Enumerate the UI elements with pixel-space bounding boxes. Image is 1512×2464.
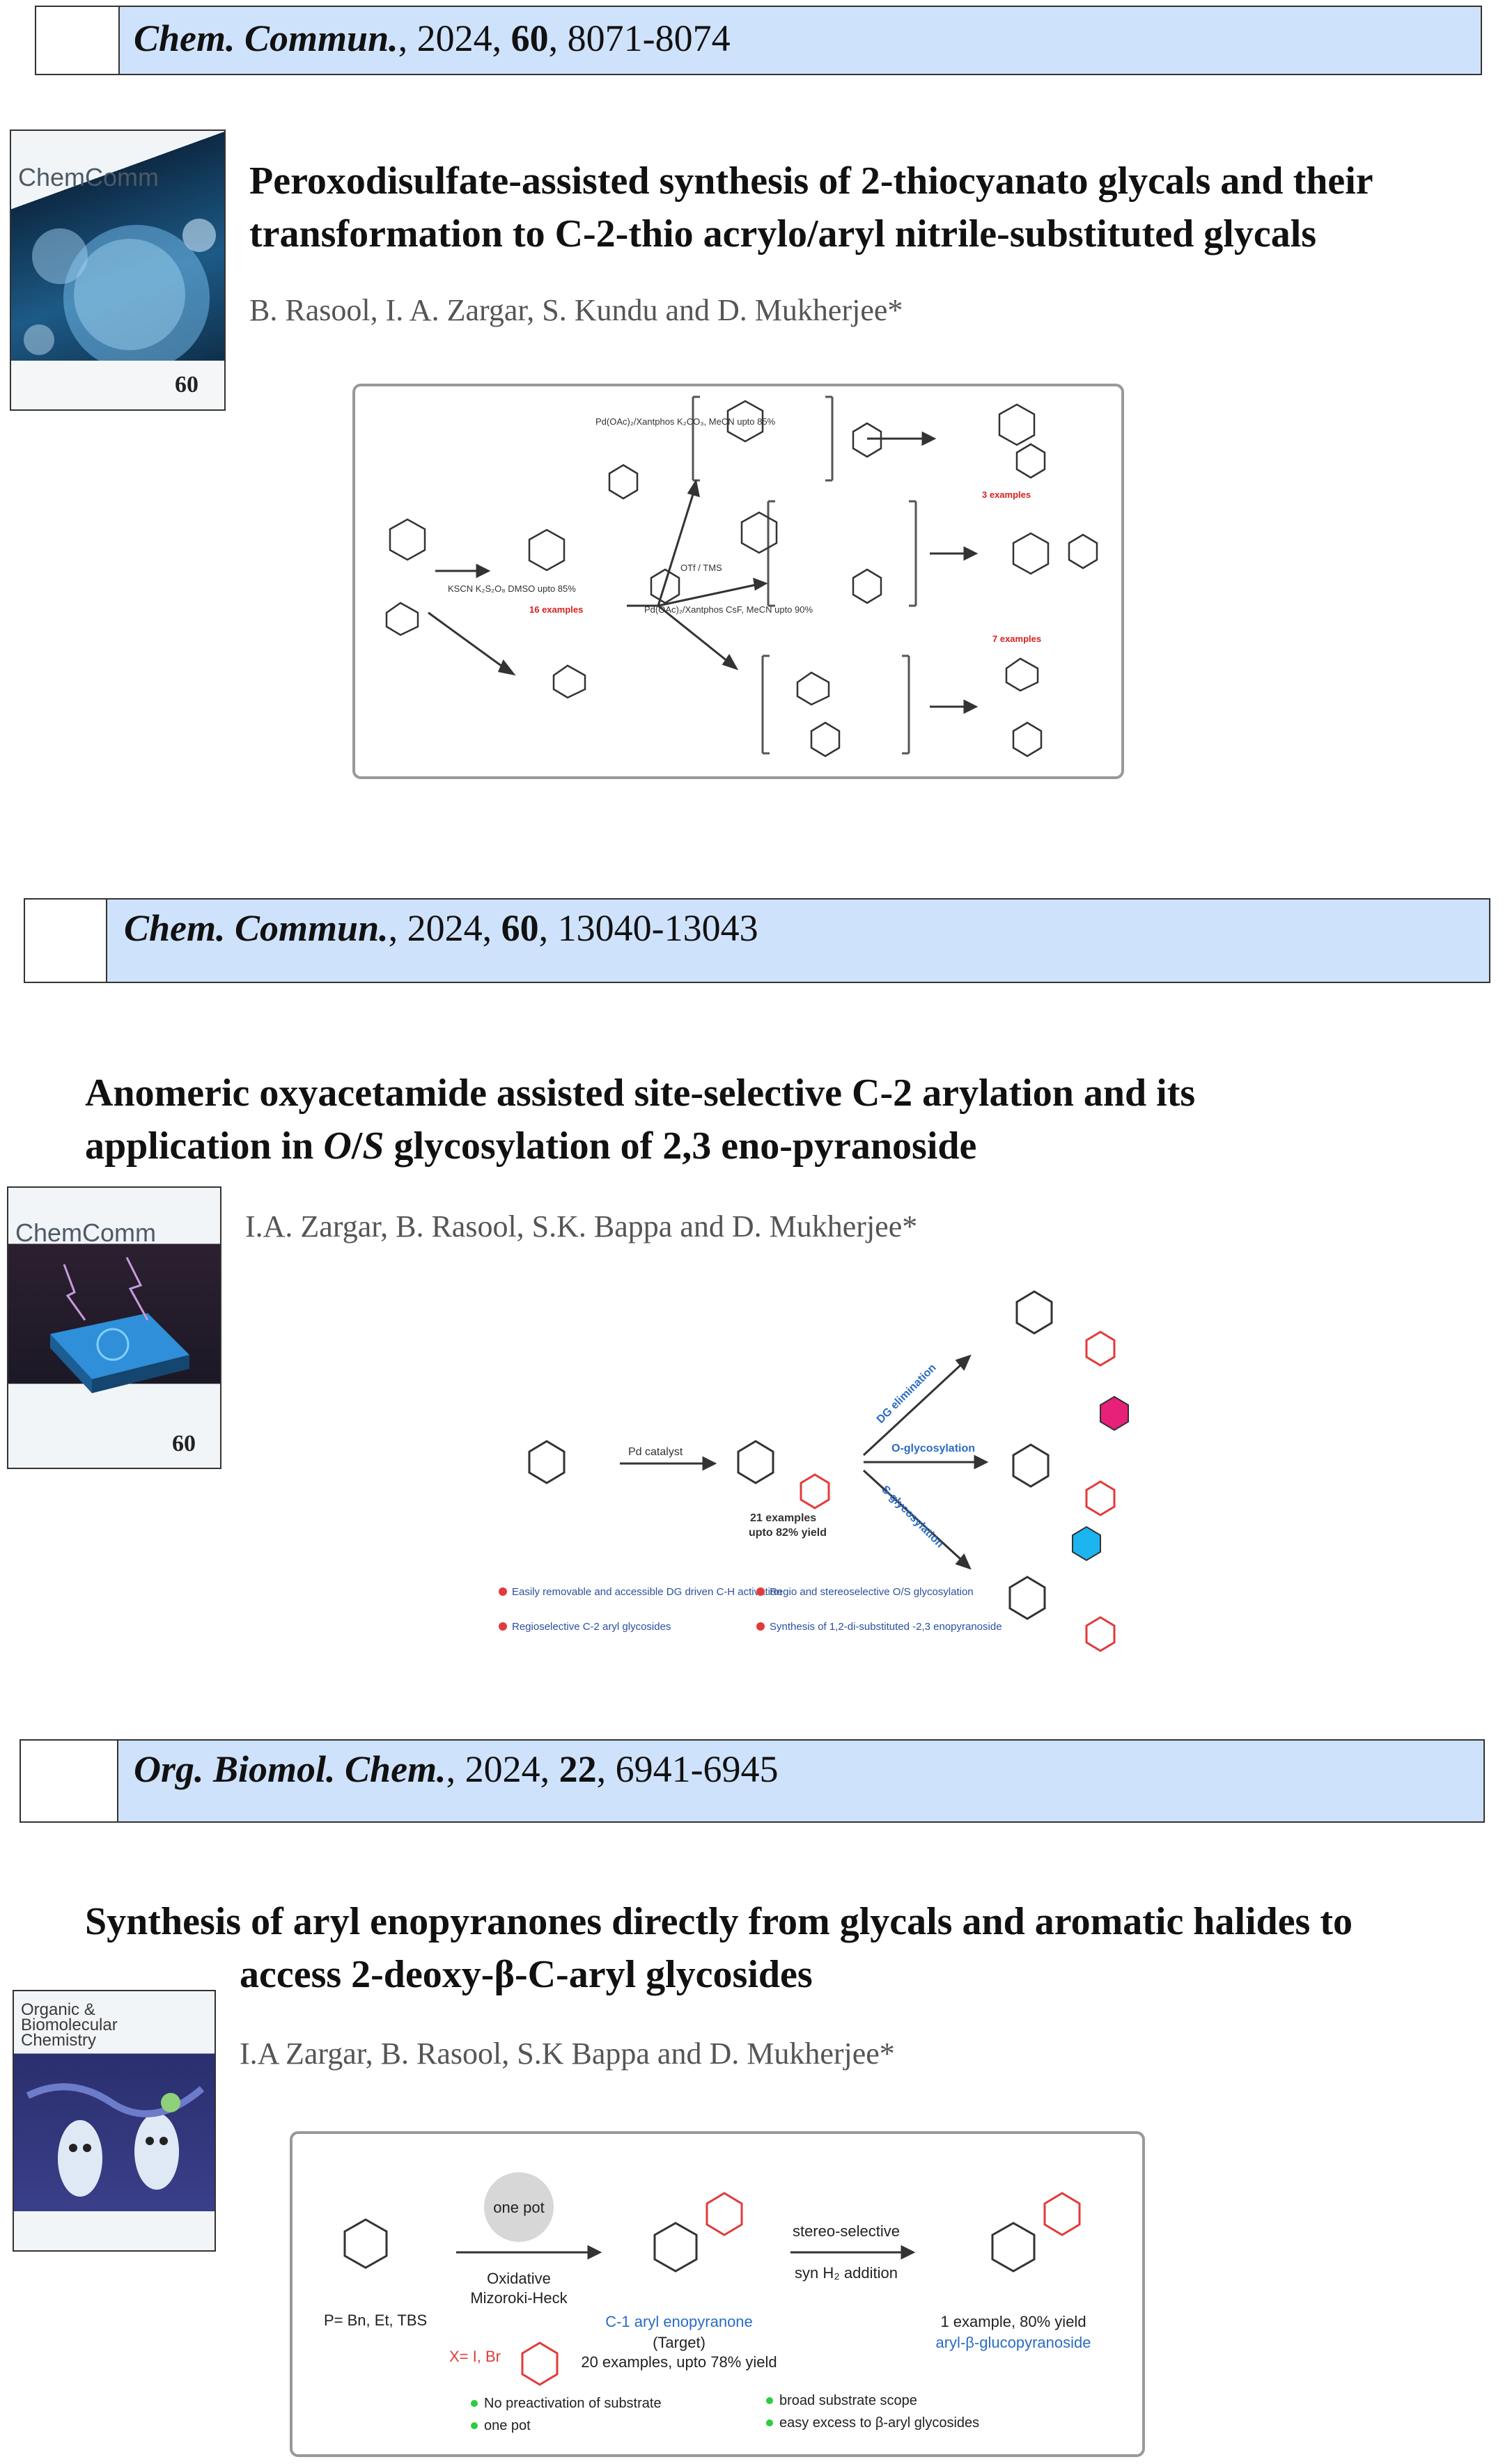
svg-text:(Target): (Target)	[653, 2334, 706, 2351]
svg-text:1 example, 80% yield: 1 example, 80% yield	[940, 2313, 1086, 2330]
svg-text:O-glycosylation: O-glycosylation	[891, 1443, 975, 1454]
journal-cover-2: ChemComm 60	[7, 1186, 221, 1469]
svg-text:Synthesis of 1,2-di-substitute: Synthesis of 1,2-di-substituted -2,3 eno…	[770, 1621, 1002, 1633]
svg-text:21 examples: 21 examples	[750, 1512, 816, 1524]
svg-text:upto 82% yield: upto 82% yield	[749, 1527, 827, 1539]
header-citation-cell	[118, 1741, 1483, 1821]
svg-text:one pot: one pot	[493, 2199, 544, 2216]
svg-text:P= Bn, Et, TBS: P= Bn, Et, TBS	[324, 2312, 427, 2329]
journal-header-1: Chem. Commun., 2024, 60, 8071-8074	[35, 6, 1482, 75]
svg-text:Oxidative: Oxidative	[487, 2270, 551, 2287]
graphical-abstract-1: KSCN K₂S₂O₈ DMSO upto 85% Pd(OAc)₂/Xantp…	[352, 384, 1124, 779]
svg-text:Regioselective C-2 aryl glycos: Regioselective C-2 aryl glycosides	[512, 1621, 671, 1633]
svg-text:Pd catalyst: Pd catalyst	[628, 1446, 683, 1458]
journal-cover-1: ChemComm 60	[10, 130, 226, 411]
svg-text:60: 60	[175, 372, 198, 398]
authors-3: I.A Zargar, B. Rasool, S.K Bappa and D. …	[240, 2037, 895, 2071]
citation-2: Chem. Commun., 2024, 60, 13040-13043	[124, 907, 758, 949]
cover-art: 60	[11, 219, 224, 409]
header-citation-cell	[120, 7, 1481, 74]
svg-text:Easily removable and accessibl: Easily removable and accessible DG drive…	[512, 1586, 782, 1598]
svg-text:7 examples: 7 examples	[992, 634, 1041, 644]
svg-text:C-1 aryl enopyranone: C-1 aryl enopyranone	[605, 2313, 753, 2330]
graphical-abstract-2: Pd catalyst 21 examples upto 82% yield D…	[499, 1290, 1129, 1652]
cover-brand: Organic & Biomolecular Chemistry	[21, 2000, 118, 2050]
svg-text:Pd(OAc)₂/Xantphos CsF, MeCN up: Pd(OAc)₂/Xantphos CsF, MeCN upto 90%	[644, 604, 813, 615]
header-index-cell	[25, 900, 107, 982]
svg-text:Mizoroki-Heck: Mizoroki-Heck	[470, 2289, 568, 2307]
article-title-3: Synthesis of aryl enopyranones directly …	[85, 1900, 1353, 1996]
svg-text:KSCN K₂S₂O₈ DMSO upto 85%: KSCN K₂S₂O₈ DMSO upto 85%	[448, 583, 576, 594]
svg-text:broad substrate scope: broad substrate scope	[779, 2393, 917, 2408]
article-title-2: Anomeric oxyacetamide assisted site-sele…	[85, 1072, 1196, 1168]
svg-text:one pot: one pot	[484, 2418, 531, 2433]
svg-text:3 examples: 3 examples	[982, 489, 1031, 500]
svg-text:stereo-selective: stereo-selective	[793, 2222, 900, 2240]
cover-art: 60	[50, 1257, 196, 1457]
svg-text:syn H₂ addition: syn H₂ addition	[795, 2264, 898, 2282]
svg-text:S-glycosylation: S-glycosylation	[879, 1484, 946, 1551]
svg-text:aryl-β-glucopyranoside: aryl-β-glucopyranoside	[936, 2334, 1091, 2351]
svg-text:Regio and stereoselective O/S: Regio and stereoselective O/S glycosylat…	[770, 1586, 974, 1598]
journal-header-2: Chem. Commun., 2024, 60, 13040-13043	[24, 898, 1490, 983]
cover-art	[26, 2083, 205, 2197]
header-citation-cell	[107, 900, 1489, 982]
journal-header-3: Org. Biomol. Chem., 2024, 22, 6941-6945	[20, 1739, 1485, 1823]
svg-text:X= I, Br: X= I, Br	[449, 2348, 501, 2365]
svg-text:16 examples: 16 examples	[529, 604, 583, 615]
journal-cover-3: Organic & Biomolecular Chemistry	[13, 1990, 216, 2252]
header-index-cell	[36, 7, 120, 74]
svg-text:20 examples, upto 78% yield: 20 examples, upto 78% yield	[581, 2353, 777, 2371]
svg-text:No preactivation of substrate: No preactivation of substrate	[484, 2396, 662, 2411]
header-index-cell	[21, 1741, 118, 1821]
svg-text:OTf / TMS: OTf / TMS	[680, 563, 722, 573]
authors-2: I.A. Zargar, B. Rasool, S.K. Bappa and D…	[245, 1209, 918, 1243]
cover-brand: ChemComm	[15, 1218, 157, 1247]
svg-text:Pd(OAc)₂/Xantphos K₂CO₃, MeCN: Pd(OAc)₂/Xantphos K₂CO₃, MeCN upto 85%	[595, 416, 776, 427]
cover-brand: ChemComm	[18, 163, 159, 191]
svg-text:60: 60	[172, 1431, 196, 1457]
citation-1: Chem. Commun., 2024, 60, 8071-8074	[134, 17, 731, 59]
graphical-abstract-3: one pot Oxidative Mizoroki-Heck P= Bn, E…	[290, 2131, 1145, 2457]
article-title-1: Peroxodisulfate-assisted synthesis of 2-…	[249, 159, 1373, 256]
svg-text:easy excess to β-aryl glycosid: easy excess to β-aryl glycosides	[779, 2415, 979, 2431]
citation-3: Org. Biomol. Chem., 2024, 22, 6941-6945	[134, 1748, 779, 1790]
authors-1: B. Rasool, I. A. Zargar, S. Kundu and D.…	[249, 293, 903, 327]
